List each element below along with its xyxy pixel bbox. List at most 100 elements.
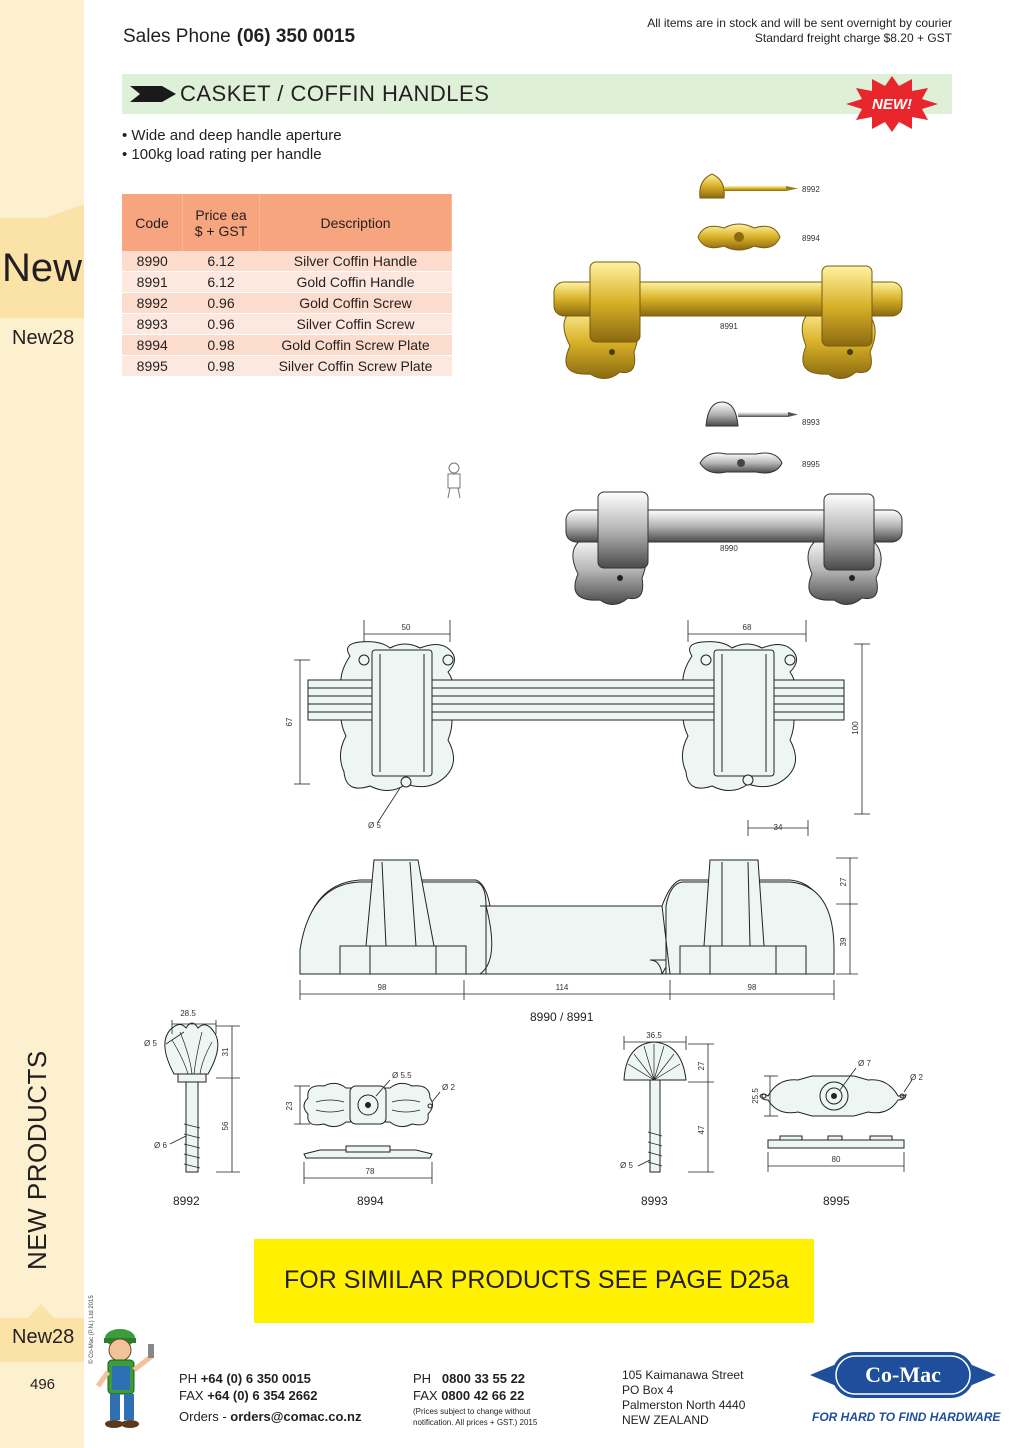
header-price: Price ea $ + GST <box>182 194 260 251</box>
silver-screw-plate-photo <box>699 452 783 474</box>
dim-47: 47 <box>697 1125 706 1134</box>
address-line: PO Box 4 <box>622 1383 674 1397</box>
cell-description: Silver Coffin Screw <box>259 313 452 335</box>
dim-98-right: 98 <box>748 983 757 992</box>
silver-screw-plate-drawing: 25.5 Ø 7 Ø 2 80 <box>751 1059 923 1172</box>
small-figure-icon <box>447 462 461 499</box>
cell-code: 8991 <box>122 271 183 293</box>
photo-label-8990: 8990 <box>720 544 738 553</box>
stock-notice: All items are in stock and will be sent … <box>647 16 952 46</box>
feature-list: • Wide and deep handle aperture • 100kg … <box>122 126 342 164</box>
footer-fax2: 0800 42 66 22 <box>441 1388 525 1403</box>
dim-27: 27 <box>839 877 848 886</box>
dim-34: 34 <box>774 823 783 832</box>
footer-note-line2: notification. All prices + GST.) 2015 <box>413 1418 538 1427</box>
caption-8993: 8993 <box>641 1194 668 1208</box>
dim-100: 100 <box>851 721 860 735</box>
title-band <box>122 74 952 114</box>
gold-handle-photo <box>553 261 903 379</box>
cell-description: Gold Coffin Screw <box>259 292 452 314</box>
footer-fax-label: FAX <box>179 1388 204 1403</box>
dim-dia-5-8993: Ø 5 <box>620 1161 633 1170</box>
silver-screw-photo <box>705 401 798 427</box>
gold-screw-plate-drawing: 23 Ø 5.5 Ø 2 78 <box>285 1071 455 1184</box>
dim-114: 114 <box>556 983 569 992</box>
logo-text: Co-Mac <box>865 1362 941 1387</box>
dim-dia-2-8994: Ø 2 <box>442 1083 455 1092</box>
dim-56: 56 <box>221 1121 230 1130</box>
footer-orders-email[interactable]: orders@comac.co.nz <box>230 1409 362 1424</box>
sales-phone: Sales Phone(06) 350 0015 <box>123 26 355 48</box>
new-badge-text: NEW! <box>872 96 912 113</box>
gold-screw-photo <box>699 173 798 199</box>
footer-note: (Prices subject to change without notifi… <box>413 1406 537 1428</box>
footer-address: 105 Kaimanawa Street PO Box 4 Palmerston… <box>622 1368 745 1428</box>
footer-ph2-label: PH <box>413 1371 432 1386</box>
sidebar-new-code: New28 <box>12 327 75 349</box>
address-line: Palmerston North 4440 <box>622 1398 746 1412</box>
silver-handle-photo <box>565 491 903 605</box>
dim-78: 78 <box>366 1167 375 1176</box>
footer-contact: PH +64 (0) 6 350 0015 FAX +64 (0) 6 354 … <box>179 1370 361 1425</box>
cell-description: Silver Coffin Handle <box>259 251 452 272</box>
dim-23: 23 <box>285 1101 294 1110</box>
cell-code: 8993 <box>122 313 183 335</box>
header-code: Code <box>122 194 183 251</box>
handle-top-view-drawing: 50 68 67 100 34 Ø 5 <box>285 620 870 836</box>
footer-freephone: PH 0800 33 55 22 FAX 0800 42 66 22 <box>413 1370 525 1404</box>
similar-products-text: FOR SIMILAR PRODUCTS SEE PAGE D25a <box>284 1266 790 1294</box>
dim-27-8993: 27 <box>697 1061 706 1070</box>
dim-dia-7: Ø 7 <box>858 1059 871 1068</box>
silver-screw-drawing: 36.5 27 47 Ø 5 <box>620 1031 714 1173</box>
sidebar-section-label: NEW PRODUCTS <box>22 1050 52 1270</box>
dim-80: 80 <box>832 1155 841 1164</box>
footer-fax2-label: FAX <box>413 1388 438 1403</box>
table-header-row: Code Price ea $ + GST Description <box>122 194 452 251</box>
photo-label-8992: 8992 <box>802 185 820 194</box>
cell-code: 8990 <box>122 251 183 272</box>
address-line: NEW ZEALAND <box>622 1413 709 1427</box>
handle-side-view-drawing: 27 39 98 114 98 <box>299 857 858 1000</box>
cell-price: 0.96 <box>182 292 260 314</box>
address-line: 105 Kaimanawa Street <box>622 1368 744 1382</box>
gold-screw-drawing: 28.5 Ø 5 31 56 Ø 6 <box>144 1009 240 1173</box>
caption-8995: 8995 <box>823 1194 850 1208</box>
cell-code: 8995 <box>122 355 183 377</box>
footer-note-line1: (Prices subject to change without <box>413 1407 531 1416</box>
dim-31: 31 <box>221 1047 230 1056</box>
cell-price: 6.12 <box>182 251 260 272</box>
handle-drawing-caption: 8990 / 8991 <box>530 1010 594 1024</box>
footer-tagline: FOR HARD TO FIND HARDWARE <box>812 1410 1001 1424</box>
arrow-icon <box>130 86 176 102</box>
feature-item: • 100kg load rating per handle <box>122 146 322 163</box>
photo-label-8995: 8995 <box>802 460 820 469</box>
cell-code: 8994 <box>122 334 183 356</box>
dim-67: 67 <box>285 717 294 726</box>
photo-label-8991: 8991 <box>720 322 738 331</box>
dim-50: 50 <box>402 623 411 632</box>
sales-phone-label: Sales Phone <box>123 26 231 47</box>
gold-screw-plate-photo <box>697 223 781 251</box>
dim-25-5: 25.5 <box>751 1088 760 1104</box>
dim-dia-2-8995: Ø 2 <box>910 1073 923 1082</box>
dim-98-left: 98 <box>378 983 387 992</box>
comac-logo: Co-Mac <box>810 1352 996 1398</box>
footer-ph-label: PH <box>179 1371 198 1386</box>
sidebar-new-code-bottom: New28 <box>12 1326 75 1348</box>
sales-phone-number: (06) 350 0015 <box>236 26 356 47</box>
sidebar-new-label: New <box>2 246 83 290</box>
new-tab <box>0 218 84 318</box>
new-badge-icon: NEW! <box>846 76 938 132</box>
feature-item: • Wide and deep handle aperture <box>122 127 342 144</box>
mascot-icon <box>95 1329 154 1428</box>
header-description: Description <box>259 194 452 251</box>
new28-tab <box>0 1318 84 1362</box>
cell-price: 0.96 <box>182 313 260 335</box>
cell-description: Silver Coffin Screw Plate <box>259 355 452 377</box>
